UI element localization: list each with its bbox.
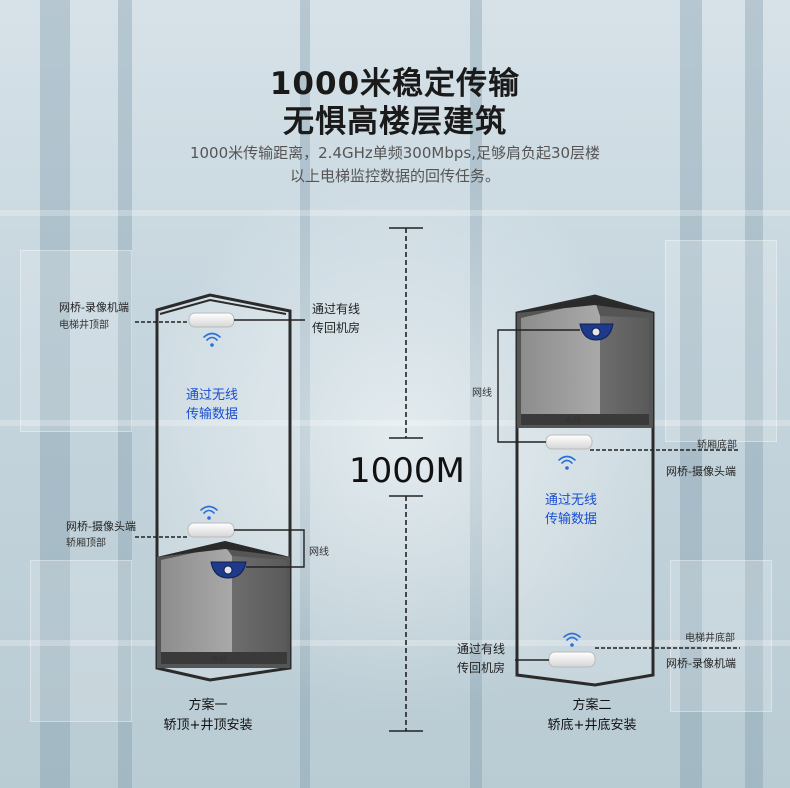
wifi-icon (563, 632, 581, 647)
wifi-icon (558, 455, 576, 470)
plan2-car-label: 电梯 (565, 416, 581, 425)
plan2-cable-label: 网线 (472, 388, 492, 399)
wifi-icon (203, 332, 221, 347)
camera-icon (579, 323, 614, 341)
description-line2: 以上电梯监控数据的回传任务。 (289, 167, 500, 185)
plan1-car-device-name: 网桥-摄像头端 (66, 520, 136, 533)
page-title-line2: 无惧高楼层建筑 (283, 104, 507, 140)
plan1-car-bridge-device-icon (187, 522, 235, 538)
plan2-pit-bridge-device-icon (548, 651, 596, 668)
plan2-pit-device-name: 网桥-录像机端 (666, 657, 736, 670)
plan2-car-bridge-device-icon (545, 434, 593, 450)
plan1-title: 方案一 (188, 698, 228, 713)
plan2-subtitle: 轿底+井底安装 (547, 718, 637, 733)
plan1-cable-label: 网线 (309, 547, 329, 558)
plan1-subtitle: 轿顶+井顶安装 (163, 718, 253, 733)
plan2-pit-device-location: 电梯井底部 (685, 633, 735, 644)
plan2-car-device-name: 网桥-摄像头端 (666, 465, 736, 478)
plan2-wireless-label: 通过无线 传输数据 (545, 493, 598, 527)
camera-icon (210, 561, 247, 579)
plan1-top-device-name: 网桥-录像机端 (59, 301, 129, 314)
wifi-icon (200, 505, 218, 520)
plan1-wireless-label: 通过无线 传输数据 (186, 388, 239, 422)
page-title-line1: 1000米稳定传输 (269, 66, 521, 102)
plan1-car-label: 电梯 (211, 655, 227, 664)
plan1-wired-return: 通过有线 传回机房 (312, 302, 361, 335)
distance-ruler (389, 227, 423, 732)
description-line1: 1000米传输距离，2.4GHz单频300Mbps,足够肩负起30层楼 (189, 144, 601, 162)
plan1-elevator-car (157, 541, 290, 668)
distance-label: 1000M (349, 451, 465, 491)
plan2-car-device-location: 轿厢底部 (697, 440, 737, 451)
plan2-elevator-car (517, 296, 653, 428)
plan1-top-bridge-device-icon (188, 312, 235, 328)
plan2-wired-return: 通过有线 传回机房 (457, 642, 506, 675)
plan2-title: 方案二 (572, 698, 612, 713)
plan1-top-device-location: 电梯井顶部 (59, 320, 109, 331)
plan1-car-device-location: 轿厢顶部 (66, 538, 106, 549)
